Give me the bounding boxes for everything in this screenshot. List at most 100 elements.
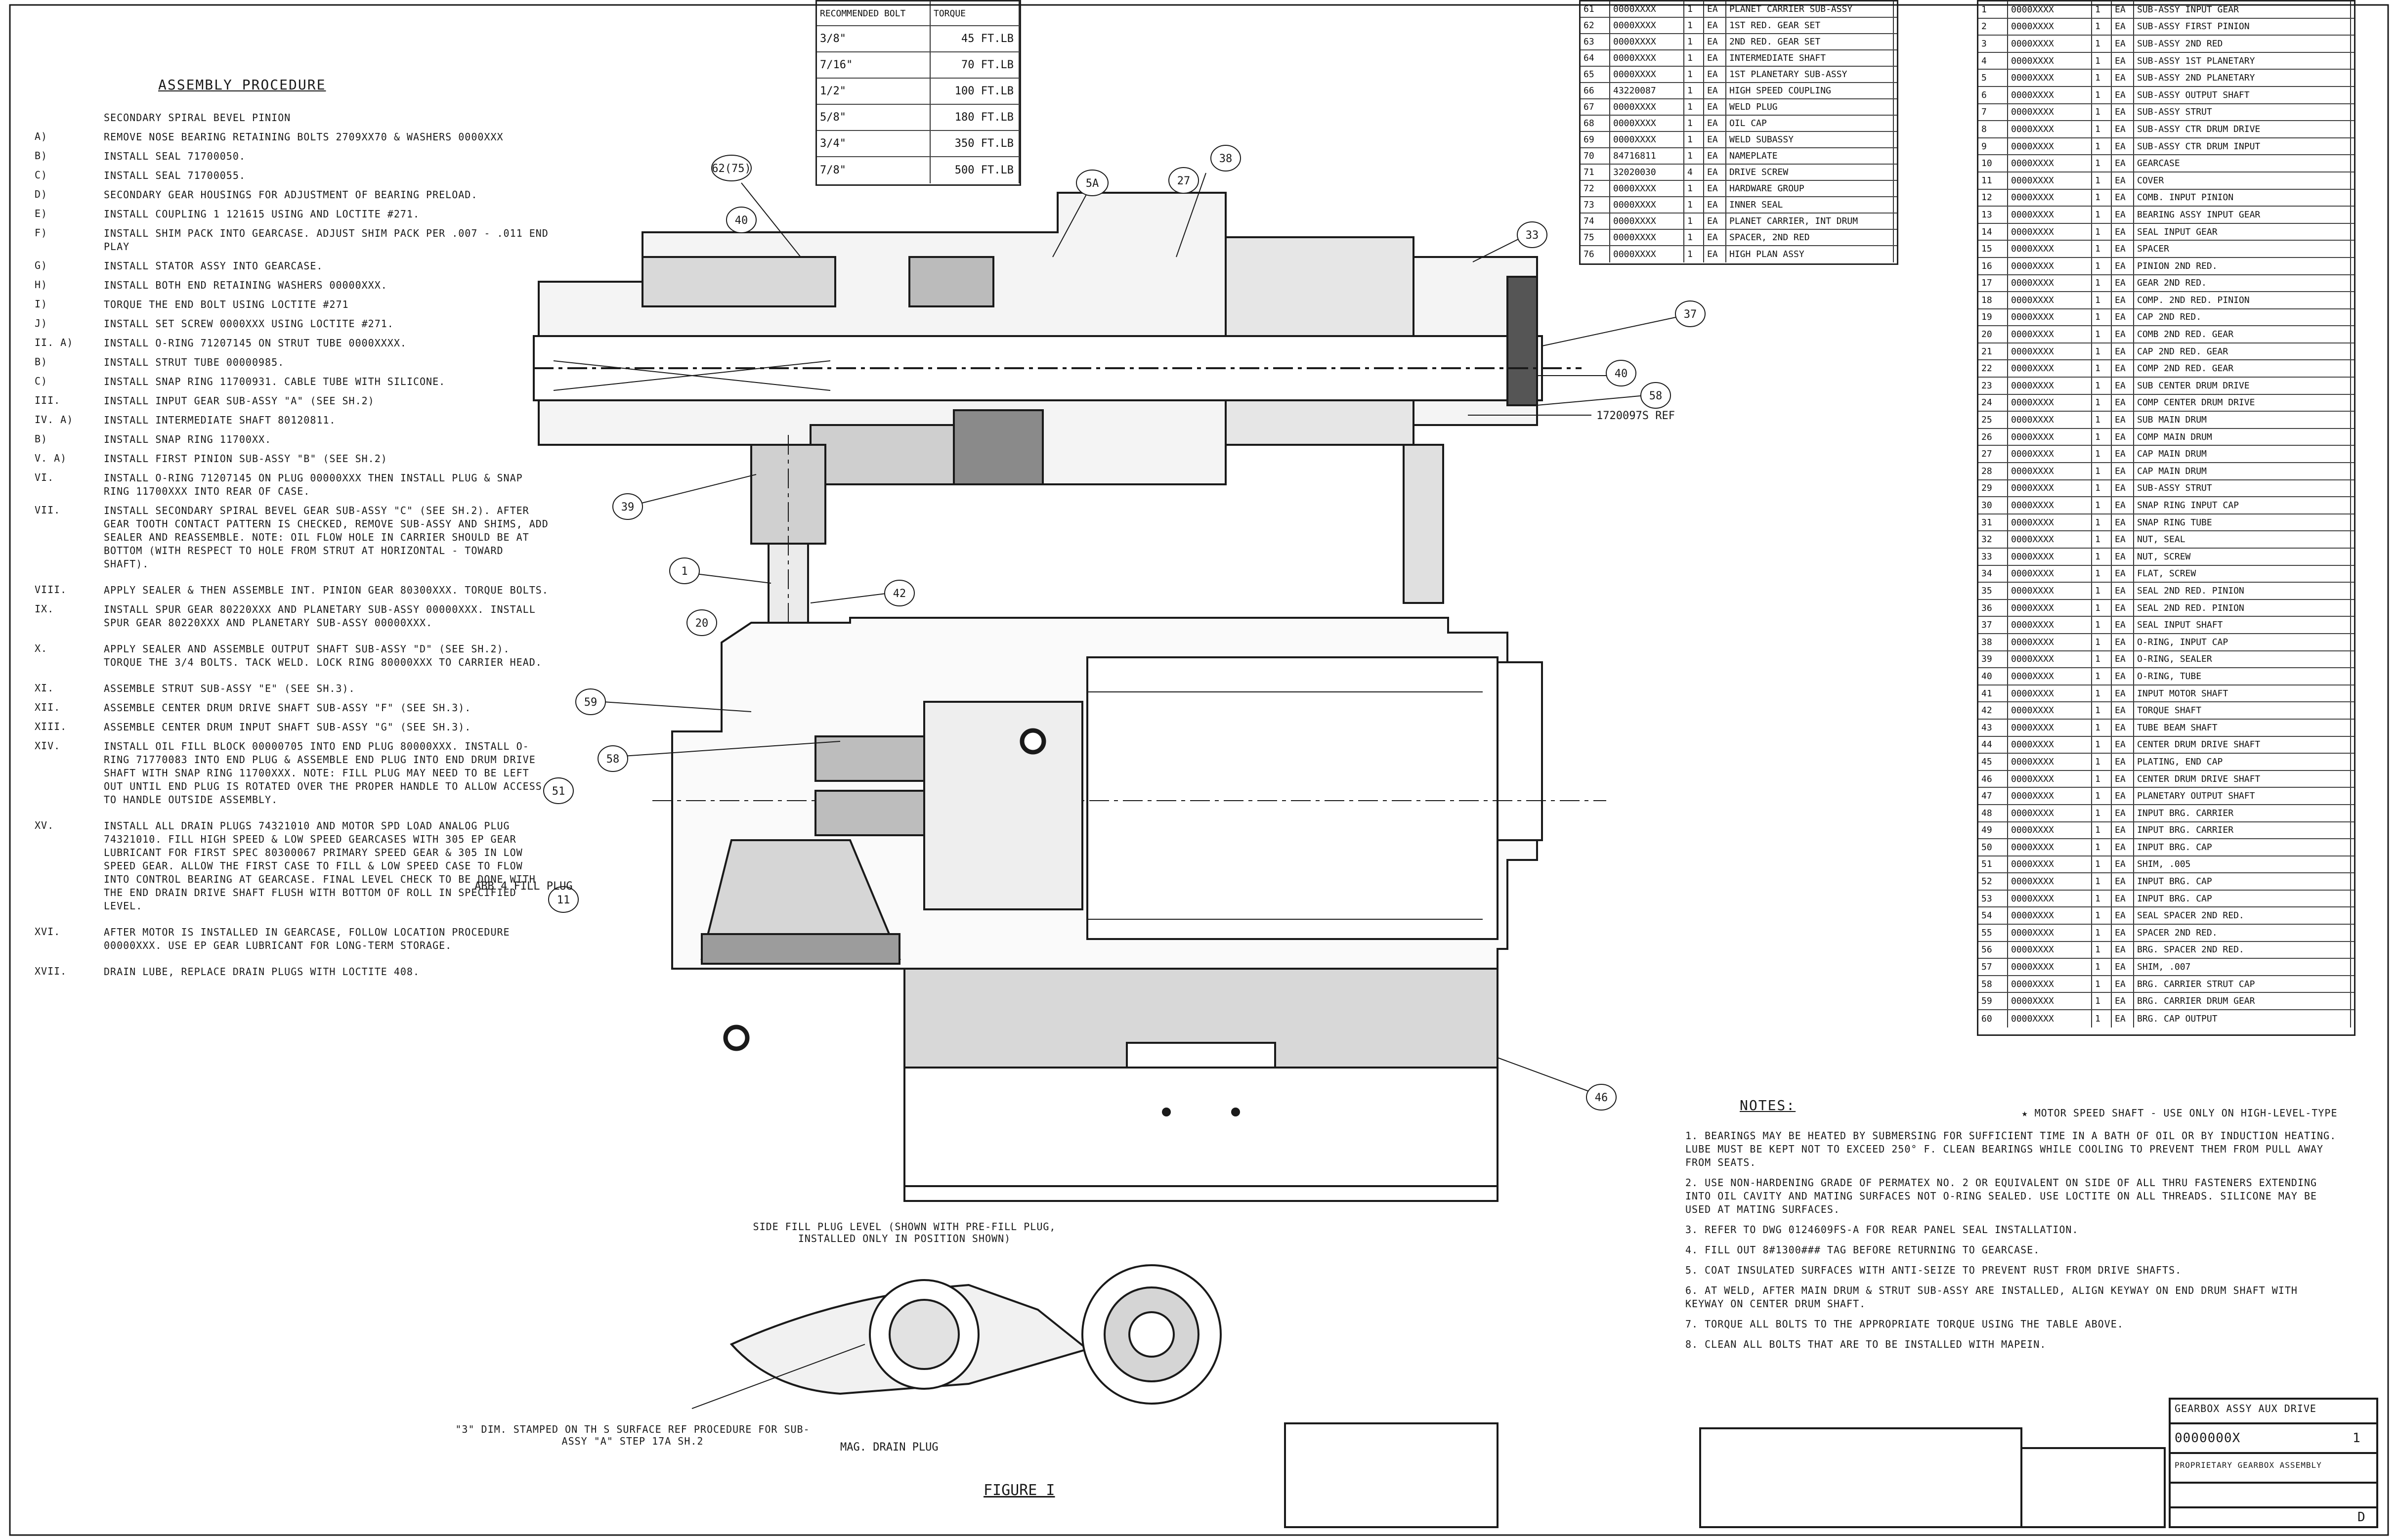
description: 2ND RED. GEAR SET <box>1726 34 1894 49</box>
description: BRG. SPACER 2ND RED. <box>2134 941 2351 958</box>
description: SHIM, .007 <box>2134 959 2351 975</box>
part-number: 0000XXXX <box>2008 531 2092 548</box>
item-number: 25 <box>1978 412 2008 428</box>
unit: EA <box>1704 34 1726 49</box>
part-number: 0000XXXX <box>2008 890 2092 907</box>
description: SPACER <box>2134 241 2351 257</box>
part-number: 84716811 <box>1610 148 1684 164</box>
item-number: 36 <box>1978 599 2008 616</box>
procedure-step: SECONDARY SPIRAL BEVEL PINION <box>35 111 554 125</box>
quantity: 1 <box>1684 230 1704 245</box>
unit: EA <box>2112 890 2134 907</box>
part-number: 0000XXXX <box>1610 18 1684 33</box>
procedure-step: F)INSTALL SHIM PACK INTO GEARCASE. ADJUS… <box>35 227 554 254</box>
procedure-step-id: G) <box>35 259 48 271</box>
torque-header-cell: TORQUE <box>931 1 1020 25</box>
part-number: 0000XXXX <box>2008 719 2092 736</box>
description: INPUT BRG. CARRIER <box>2134 805 2351 821</box>
note-item: 7. TORQUE ALL BOLTS TO THE APPROPRIATE T… <box>1685 1318 2124 1330</box>
torque-header-cell: RECOMMENDED BOLT <box>817 1 931 25</box>
drawing-title: GEARBOX ASSY AUX DRIVE <box>2175 1403 2316 1414</box>
quantity: 1 <box>1684 83 1704 98</box>
quantity: 1 <box>2092 18 2112 35</box>
part-number: 0000XXXX <box>2008 343 2092 360</box>
figure-label: FIGURE I <box>984 1482 1055 1499</box>
procedure-step: III.INSTALL INPUT GEAR SUB-ASSY "A" (SEE… <box>35 394 554 408</box>
item-number: 58 <box>1978 976 2008 992</box>
svg-text:20: 20 <box>695 617 709 630</box>
unit: EA <box>2112 104 2134 121</box>
sheet-number: 1 <box>2353 1431 2361 1446</box>
description: 1ST RED. GEAR SET <box>1726 18 1894 33</box>
part-number: 0000XXXX <box>2008 770 2092 787</box>
callout-bubble: 1 <box>669 557 700 584</box>
unit: EA <box>1704 246 1726 262</box>
procedure-step: C)INSTALL SNAP RING 11700931. CABLE TUBE… <box>35 375 554 388</box>
callout-bubble: 46 <box>1586 1084 1617 1111</box>
procedure-step-id: I) <box>35 298 48 310</box>
procedure-step-id: D) <box>35 188 48 200</box>
description: O-RING, INPUT CAP <box>2134 634 2351 650</box>
quantity: 1 <box>2092 839 2112 856</box>
item-number: 44 <box>1978 736 2008 753</box>
torque-value: 350 FT.LB <box>931 131 1020 156</box>
item-number: 10 <box>1978 155 2008 171</box>
unit: EA <box>2112 86 2134 103</box>
procedure-step-text: INSTALL STATOR ASSY INTO GEARCASE. <box>104 260 323 272</box>
quantity: 4 <box>1684 165 1704 180</box>
quantity: 1 <box>2092 394 2112 411</box>
quantity: 1 <box>2092 531 2112 548</box>
part-number: 0000XXXX <box>2008 702 2092 719</box>
description: SEAL INPUT SHAFT <box>2134 617 2351 633</box>
part-number: 0000XXXX <box>1610 116 1684 131</box>
torque-value: 500 FT.LB <box>931 157 1020 183</box>
procedure-step-text: INSTALL O-RING 71207145 ON PLUG 00000XXX… <box>104 472 523 497</box>
quantity: 1 <box>2092 189 2112 206</box>
unit: EA <box>1704 83 1726 98</box>
procedure-step-text: APPLY SEALER AND ASSEMBLE OUTPUT SHAFT S… <box>104 643 542 668</box>
unit: EA <box>1704 116 1726 131</box>
callout-bubble: 33 <box>1517 221 1547 248</box>
part-number: 0000XXXX <box>1610 246 1684 262</box>
part-number: 0000XXXX <box>2008 463 2092 479</box>
part-number: 0000XXXX <box>2008 941 2092 958</box>
item-number: 50 <box>1978 839 2008 856</box>
quantity: 1 <box>2092 549 2112 565</box>
description: GEAR 2ND RED. <box>2134 275 2351 292</box>
quantity: 1 <box>2092 719 2112 736</box>
item-number: 17 <box>1978 275 2008 292</box>
part-number: 0000XXXX <box>2008 856 2092 873</box>
description: SPACER 2ND RED. <box>2134 925 2351 941</box>
part-number: 0000XXXX <box>1610 132 1684 147</box>
procedure-step-text: ASSEMBLE STRUT SUB-ASSY "E" (SEE SH.3). <box>104 683 355 694</box>
item-number: 47 <box>1978 788 2008 804</box>
item-number: 76 <box>1581 246 1610 262</box>
procedure-step-id: E) <box>35 208 48 219</box>
part-number: 0000XXXX <box>2008 583 2092 599</box>
unit: EA <box>2112 702 2134 719</box>
procedure-step-id: XII. <box>35 701 61 713</box>
description: SUB-ASSY 1ST PLANETARY <box>2134 52 2351 69</box>
quantity: 1 <box>2092 907 2112 924</box>
unit: EA <box>1704 214 1726 229</box>
procedure-step-id: C) <box>35 169 48 181</box>
item-number: 14 <box>1978 223 2008 240</box>
unit: EA <box>2112 172 2134 189</box>
procedure-step-text: INSTALL ALL DRAIN PLUGS 74321010 AND MOT… <box>104 820 536 912</box>
quantity: 1 <box>2092 155 2112 171</box>
